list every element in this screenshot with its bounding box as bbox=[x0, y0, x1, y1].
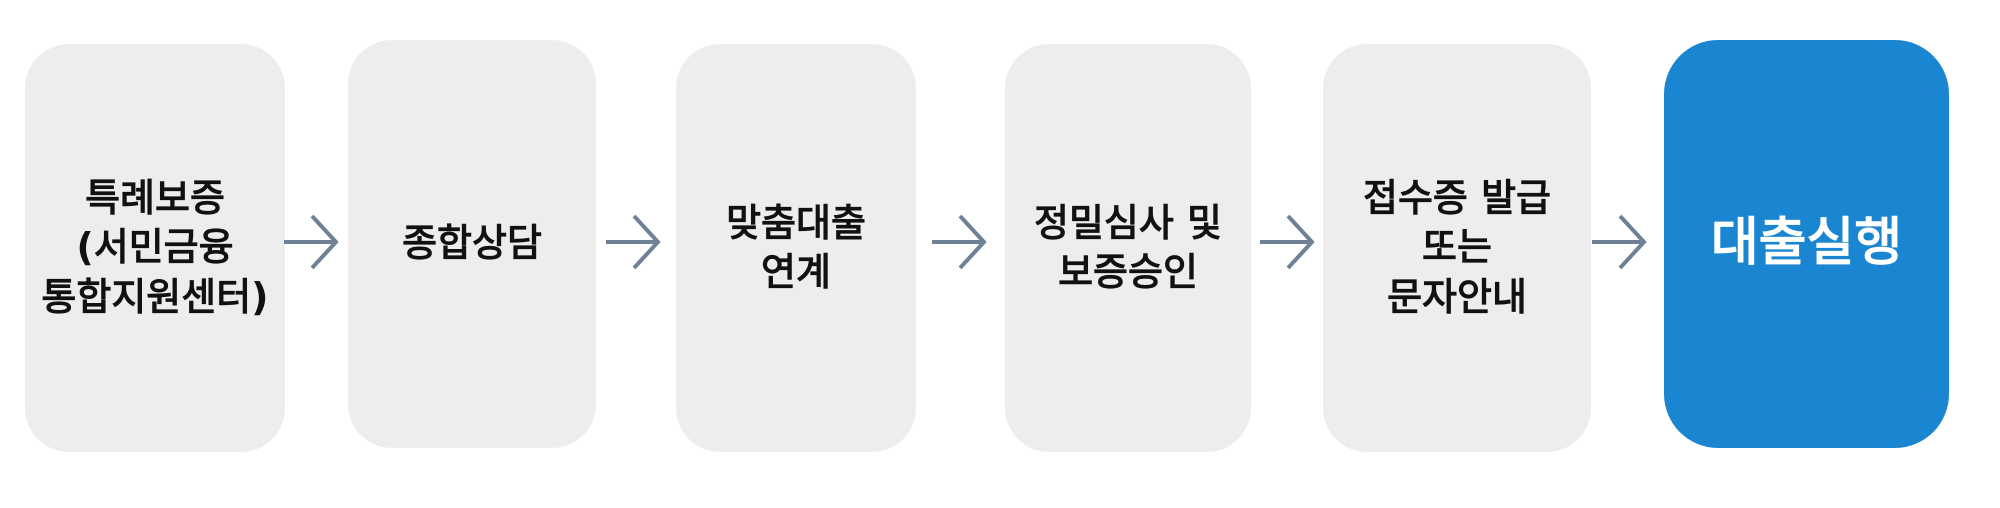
arrow-right-icon bbox=[1590, 210, 1648, 274]
step-label-line: 맞춤대출 bbox=[726, 200, 866, 245]
step-receipt-notice: 접수증 발급 또는 문자안내 bbox=[1323, 44, 1591, 452]
step-label-line: 접수증 발급 bbox=[1362, 175, 1552, 220]
step-label-line: 보증승인 bbox=[1058, 250, 1198, 294]
arrow-right-icon bbox=[930, 210, 988, 274]
step-review-approval: 정밀심사 및 보증승인 bbox=[1005, 44, 1251, 452]
step-special-guarantee: 특례보증 (서민금융 통합지원센터) bbox=[25, 44, 285, 452]
step-consultation: 종합상담 bbox=[348, 40, 596, 448]
step-loan-execution: 대출실행 bbox=[1664, 40, 1949, 448]
step-label-line: 문자안내 bbox=[1387, 274, 1527, 319]
step-label-line: 대출실행 bbox=[1710, 213, 1903, 274]
arrow-right-icon bbox=[604, 210, 662, 274]
step-label-line: 또는 bbox=[1422, 225, 1492, 270]
step-label-line: (서민금융 bbox=[76, 225, 234, 270]
step-label-line: 정밀심사 및 bbox=[1033, 200, 1223, 245]
arrow-right-icon bbox=[282, 210, 340, 274]
step-label-line: 연계 bbox=[761, 250, 831, 294]
step-label-line: 통합지원센터) bbox=[41, 274, 269, 319]
step-loan-matching: 맞춤대출 연계 bbox=[676, 44, 916, 452]
step-label-line: 특례보증 bbox=[85, 175, 225, 220]
step-label-line: 종합상담 bbox=[402, 221, 542, 266]
arrow-right-icon bbox=[1258, 210, 1316, 274]
